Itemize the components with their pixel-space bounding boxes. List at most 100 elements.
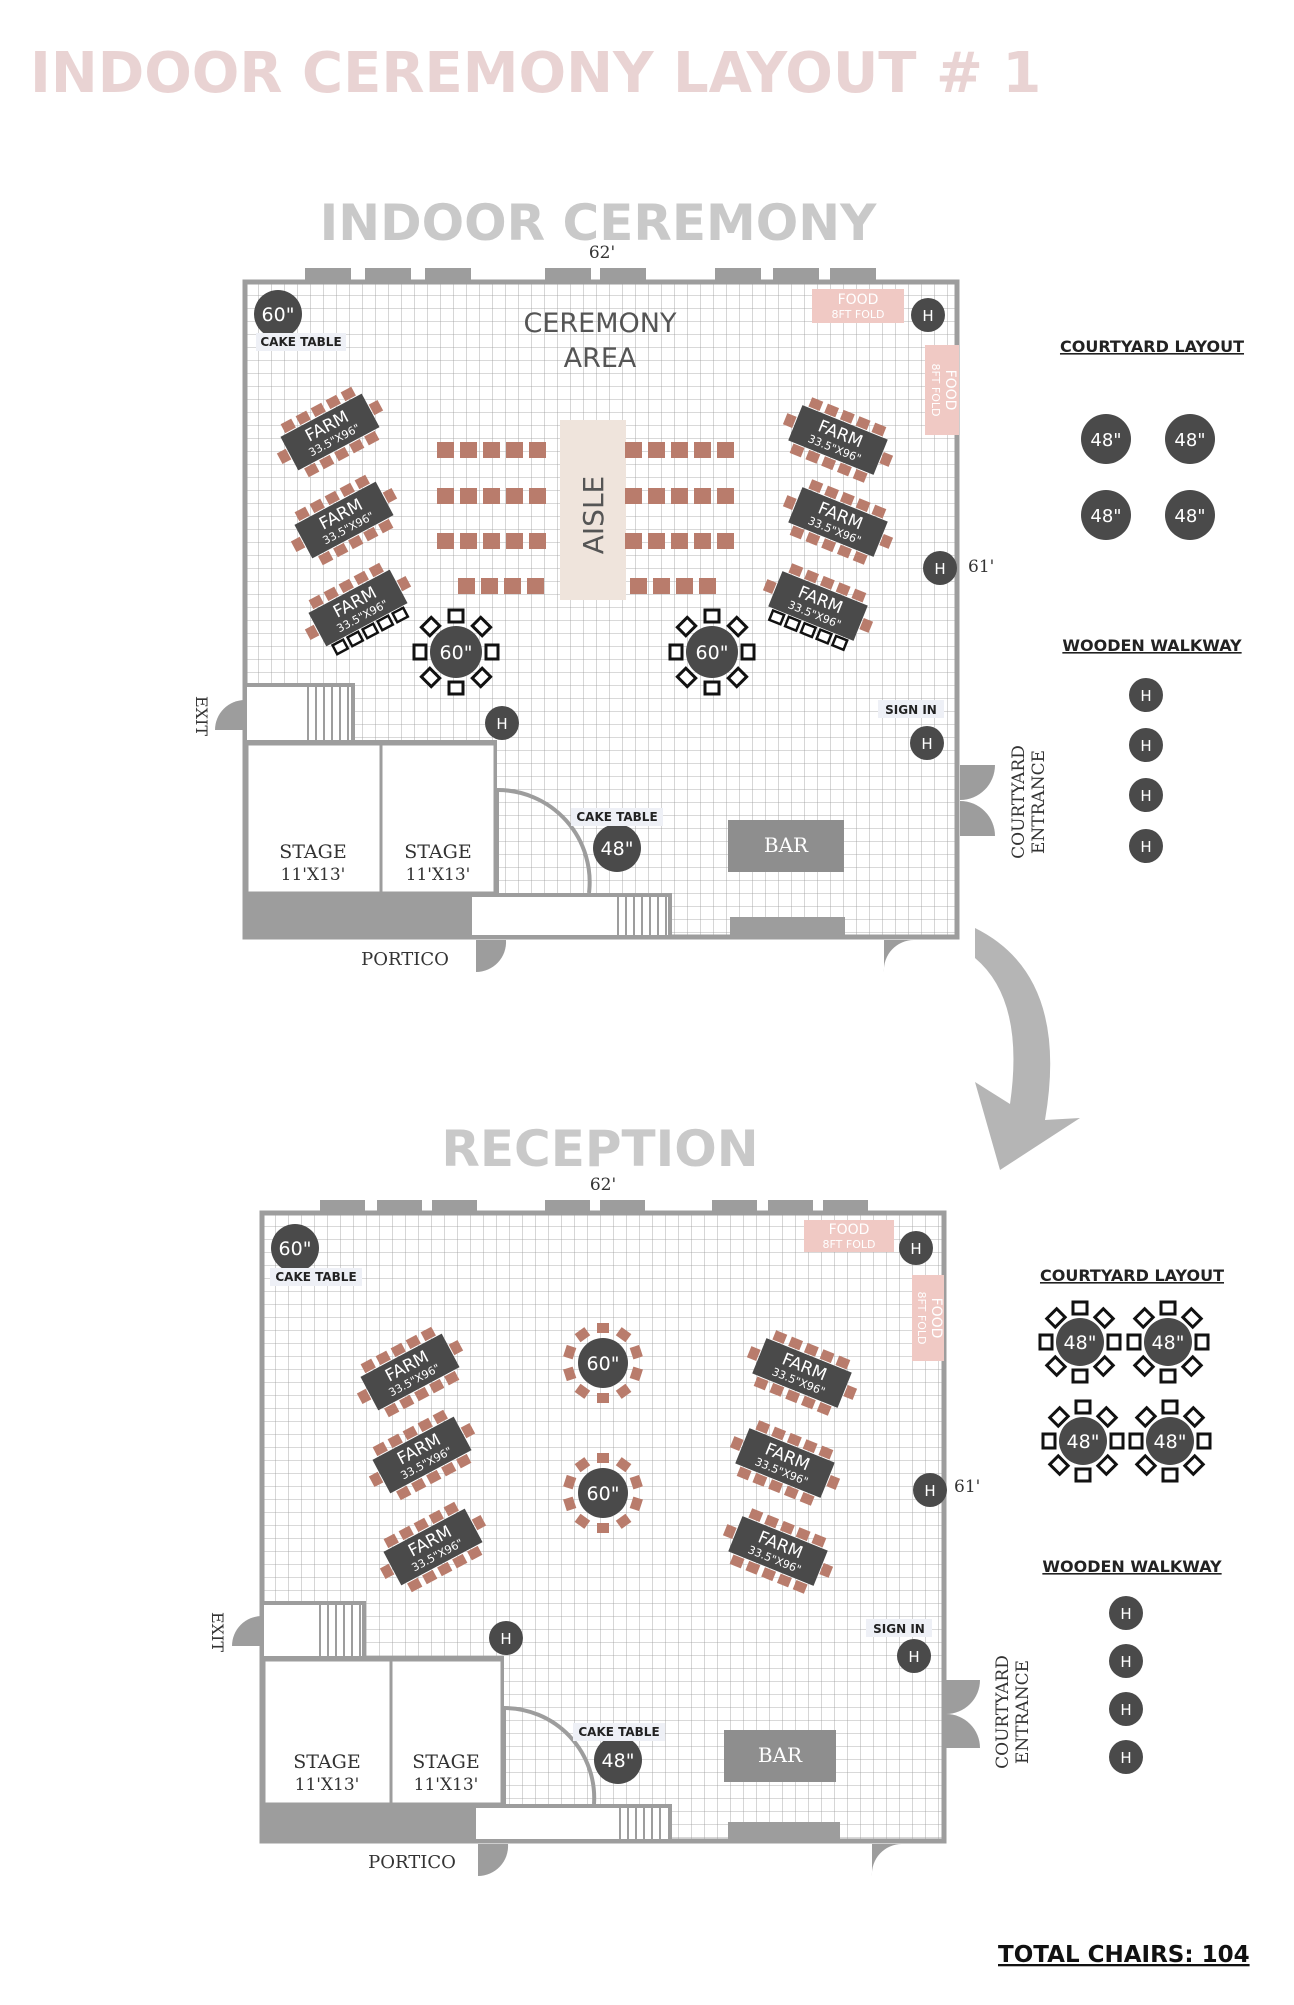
chair bbox=[419, 615, 442, 638]
chair bbox=[782, 413, 797, 428]
chair bbox=[1161, 1467, 1179, 1483]
round-table-top bbox=[578, 1338, 628, 1388]
ceremony-chair bbox=[648, 488, 665, 504]
chair bbox=[280, 418, 296, 434]
heater-label: H bbox=[500, 1630, 511, 1648]
round-table: 48" bbox=[1128, 1399, 1212, 1483]
ceremony-chair bbox=[630, 578, 647, 594]
heater-icon: H bbox=[910, 726, 944, 760]
chair bbox=[563, 1474, 577, 1490]
chair bbox=[871, 504, 887, 519]
heater-label: H bbox=[1120, 1701, 1131, 1719]
heater-icon: H bbox=[923, 551, 957, 585]
chair bbox=[372, 1441, 388, 1457]
reception-food-top-sub: 8FT FOLD bbox=[823, 1238, 876, 1251]
heater-icon: H bbox=[489, 1621, 523, 1655]
heater-label: H bbox=[1140, 838, 1151, 856]
chair bbox=[786, 1432, 802, 1447]
heater-label: H bbox=[910, 1240, 921, 1258]
total-chairs: TOTAL CHAIRS: 104 bbox=[998, 1942, 1250, 1968]
chair bbox=[745, 1560, 761, 1575]
chair bbox=[1180, 1354, 1204, 1378]
chair bbox=[597, 1393, 609, 1403]
ceremony-chair bbox=[483, 533, 500, 549]
farm-table-top bbox=[788, 487, 888, 557]
reception-courtyard-panel: COURTYARD LAYOUT WOODEN WALKWAY bbox=[1040, 1266, 1224, 1576]
chair bbox=[345, 630, 365, 648]
chair bbox=[783, 615, 802, 633]
chair bbox=[1159, 1368, 1177, 1384]
ceremony-doors bbox=[215, 700, 995, 973]
chair bbox=[799, 1492, 815, 1506]
chair bbox=[295, 410, 311, 426]
chair bbox=[836, 462, 852, 477]
cake-table-round-48: 48" bbox=[593, 824, 641, 872]
chair bbox=[789, 525, 805, 540]
reception-stage-left-size: 11'X13' bbox=[295, 1775, 360, 1795]
ceremony-chair bbox=[506, 442, 523, 458]
chair bbox=[839, 409, 855, 424]
chair bbox=[792, 1580, 808, 1594]
food-top-sub: 8FT FOLD bbox=[832, 308, 885, 321]
ceremony-chair bbox=[648, 533, 665, 549]
farm-table-top bbox=[280, 393, 380, 471]
ceremony-chair bbox=[625, 488, 642, 504]
farm-table-top bbox=[308, 569, 408, 647]
reception-courtyard-entrance-line2: ENTRANCE bbox=[1013, 1660, 1033, 1764]
round-table-label: 60" bbox=[440, 642, 473, 664]
reception-stage-left-label: STAGE bbox=[293, 1751, 360, 1773]
chair bbox=[375, 614, 395, 632]
chair bbox=[1095, 1405, 1119, 1429]
ceremony-chair bbox=[437, 442, 454, 458]
chair bbox=[788, 1336, 804, 1351]
chair bbox=[805, 449, 821, 464]
ceremony-chair bbox=[694, 442, 711, 458]
courtyard-round-table: 48" bbox=[1081, 490, 1131, 540]
chair bbox=[821, 538, 837, 553]
chair bbox=[574, 1327, 591, 1343]
chair bbox=[879, 452, 894, 467]
chair bbox=[818, 1445, 834, 1460]
heater-label: H bbox=[1120, 1653, 1131, 1671]
chair bbox=[814, 627, 834, 645]
chair bbox=[1126, 1333, 1142, 1351]
reception-courtyard-entrance-line1: COURTYARD bbox=[993, 1655, 1013, 1769]
chair bbox=[1134, 1405, 1158, 1429]
chair bbox=[330, 637, 350, 656]
chair bbox=[308, 594, 324, 610]
heater-icon: H bbox=[897, 1639, 931, 1673]
chair bbox=[755, 1420, 771, 1434]
reception-food-side: FOOD 8FT FOLD bbox=[912, 1275, 944, 1361]
chair bbox=[471, 1514, 487, 1531]
chair bbox=[761, 1567, 777, 1582]
chair bbox=[726, 615, 749, 638]
chair bbox=[432, 1409, 448, 1425]
reception-stage-right-label: STAGE bbox=[412, 1751, 479, 1773]
round-table-top bbox=[1144, 1318, 1192, 1366]
reception-food-side-label: FOOD bbox=[928, 1298, 944, 1339]
stage-left-label: STAGE bbox=[279, 841, 346, 863]
chair bbox=[819, 575, 835, 590]
reception-stage-area: STAGE 11'X13' STAGE 11'X13' bbox=[260, 1601, 840, 1843]
chair bbox=[411, 1477, 427, 1493]
chair bbox=[1044, 1306, 1068, 1330]
bar bbox=[728, 820, 844, 872]
chair bbox=[1044, 1354, 1068, 1378]
round-table: 60" bbox=[668, 608, 756, 696]
ceremony-chair bbox=[717, 442, 734, 458]
chair bbox=[563, 1496, 577, 1512]
aisle-runner bbox=[560, 420, 626, 600]
reception-bar-label: BAR bbox=[758, 1743, 803, 1767]
cake-table-48-label: 48" bbox=[601, 838, 634, 860]
chair bbox=[1074, 1467, 1092, 1483]
chair bbox=[398, 1525, 414, 1541]
chair bbox=[319, 454, 335, 470]
reception-bar bbox=[724, 1730, 836, 1782]
chair bbox=[456, 1453, 472, 1469]
chair bbox=[808, 479, 824, 493]
farm-table-top bbox=[752, 1338, 852, 1408]
courtyard-table-label: 48" bbox=[1174, 430, 1205, 451]
heater-icon: H bbox=[913, 1473, 947, 1507]
